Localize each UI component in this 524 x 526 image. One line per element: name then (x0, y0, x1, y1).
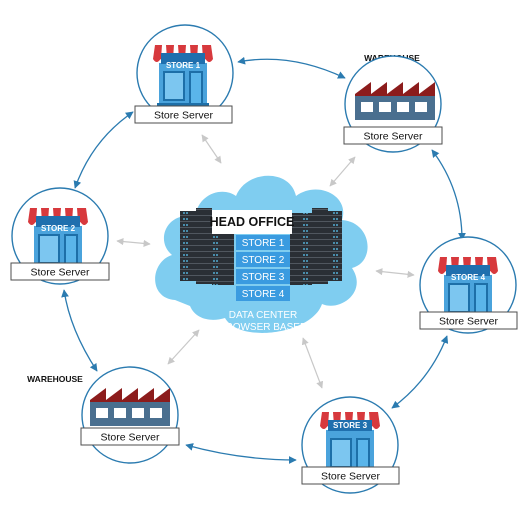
store-1-node: STORE 1 Store Server (134, 24, 234, 124)
arrow-store4-store3 (391, 335, 449, 409)
ho-store-bar-4-label: STORE 4 (242, 289, 285, 300)
warehouse-left-label: WAREHOUSE (27, 374, 83, 384)
store-1-caption-box (134, 105, 233, 124)
server-rack-right-1 (290, 213, 312, 285)
store-2-icon (28, 208, 88, 269)
ho-store-bar-1 (236, 235, 290, 250)
arrow-store3-warehouse-left (185, 443, 297, 464)
arrow-head-office-warehouse-left (167, 329, 200, 365)
server-rack-left-1 (180, 211, 196, 281)
head-office: HEAD OFFICE STORE 1 STORE 2 STORE 3 STOR… (155, 175, 368, 333)
store-2-node: STORE 2 Store Server (10, 187, 110, 285)
warehouse-left-caption: Store Server (101, 432, 160, 444)
warehouse-top-caption-box (343, 126, 443, 145)
arrow-head-office-store3 (301, 337, 324, 389)
grey-connections (116, 134, 415, 389)
ho-store-bar-4 (236, 286, 290, 301)
ho-store-bar-3 (236, 269, 290, 284)
warehouse-left-caption-box (80, 427, 180, 446)
warehouse-left-node: WAREHOUSE Store Server (27, 366, 180, 464)
warehouse-top-node: WAREHOUSE Store Server (343, 53, 443, 153)
store-4-caption-box (419, 311, 518, 330)
arrow-head-office-warehouse-top (329, 156, 356, 187)
warehouse-top-caption: Store Server (364, 131, 423, 143)
store-1-caption: Store Server (154, 110, 213, 122)
arrow-head-office-store1 (201, 134, 222, 164)
store-3-caption-box (301, 466, 400, 485)
arrow-head-office-store4 (375, 268, 415, 278)
store-1-tag: STORE 1 (166, 61, 201, 70)
store-2-caption-box (10, 262, 110, 281)
store-2-tag: STORE 2 (41, 224, 76, 233)
blue-connections (61, 56, 466, 464)
server-rack-right-3 (328, 211, 342, 281)
data-center-label: DATA CENTER (229, 310, 298, 321)
browser-based-label: BROWSER BASED (219, 322, 307, 333)
store-2-caption: Store Server (31, 267, 90, 279)
arrow-store2-store1 (73, 111, 134, 189)
store-1-icon (153, 45, 213, 106)
head-office-title: HEAD OFFICE (210, 215, 295, 229)
store-4-caption: Store Server (439, 316, 498, 328)
store-3-node: STORE 3 Store Server (301, 396, 400, 494)
arrow-warehouse-left-store2 (61, 289, 98, 372)
ho-store-bar-2 (236, 252, 290, 267)
arrow-warehouse-top-store4 (431, 149, 466, 241)
server-rack-right-2 (312, 208, 328, 284)
server-rack-left-2 (196, 208, 212, 284)
head-office-title-box (212, 210, 292, 234)
arrow-store1-warehouse-top (237, 56, 346, 79)
ho-store-bar-3-label: STORE 3 (242, 272, 285, 283)
store-3-tag: STORE 3 (333, 421, 368, 430)
store-4-icon (438, 257, 498, 318)
ho-store-bar-1-label: STORE 1 (242, 238, 285, 249)
store-3-caption: Store Server (321, 471, 380, 483)
store-4-tag: STORE 4 (451, 273, 486, 282)
ho-store-bar-2-label: STORE 2 (242, 255, 285, 266)
arrow-head-office-store2 (116, 238, 151, 247)
store-4-node: STORE 4 Store Server (419, 236, 518, 334)
